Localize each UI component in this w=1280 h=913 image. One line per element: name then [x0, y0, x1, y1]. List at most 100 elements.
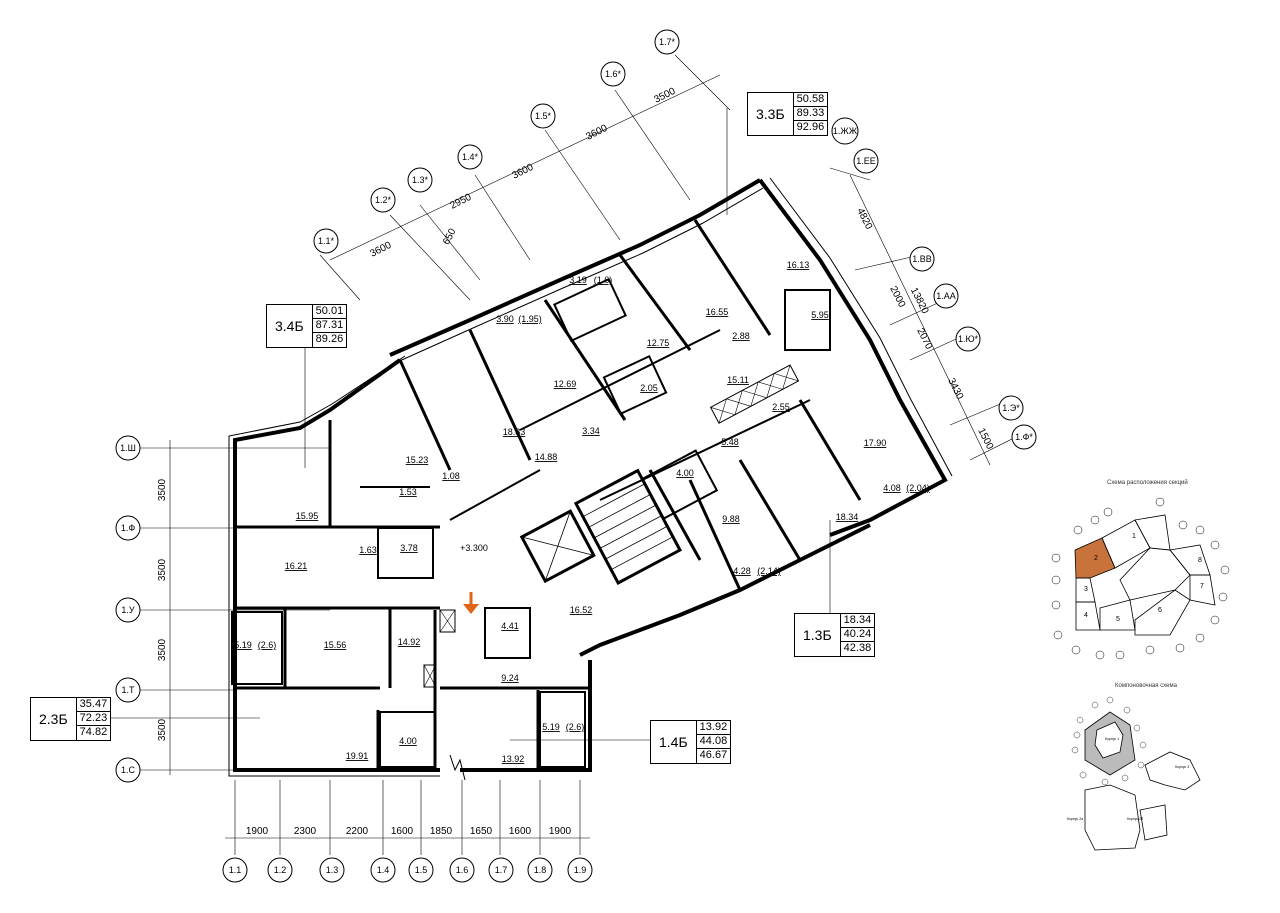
section-number: 7 — [1200, 583, 1204, 590]
room-area: (2.6) — [258, 640, 277, 650]
apartment-area: 46.67 — [699, 749, 728, 761]
room-area: (1.95) — [518, 314, 542, 324]
room-area: (2.14) — [757, 566, 781, 576]
room-area: (2.04) — [906, 483, 930, 493]
axis-label: 1.9 — [574, 865, 587, 875]
inset-sections-caption: Схема расположения секций — [1107, 480, 1188, 486]
wall — [618, 254, 692, 351]
axis-label: 1.5* — [535, 111, 552, 121]
dimension: 1600 — [391, 826, 414, 837]
room-area: 3.19 — [569, 275, 587, 285]
axis-label: 1.4* — [462, 152, 479, 162]
axis-label: 1.5 — [415, 865, 428, 875]
bathroom — [377, 527, 434, 579]
shaft — [423, 664, 437, 688]
room-area: 4.41 — [501, 621, 519, 631]
axis-label: 1.Т — [121, 685, 135, 695]
axis-label: 1.ВВ — [912, 254, 932, 264]
shaft — [423, 664, 437, 688]
room-area: 15.95 — [296, 511, 319, 521]
wall — [798, 399, 862, 501]
dims-bottom: 1900 2300 2200 1600 1850 1650 1600 1900 — [246, 826, 572, 837]
axis-label: 1.8 — [534, 865, 547, 875]
room-area: 5.95 — [811, 310, 829, 320]
room-area: 16.13 — [787, 260, 810, 270]
room-area: +3.300 — [460, 543, 488, 553]
room-area: 19.91 — [346, 751, 369, 761]
apartment-area: 50.01 — [312, 305, 347, 319]
building-label: Корпус 2а — [1067, 817, 1083, 821]
apartment-area: 89.26 — [315, 333, 344, 345]
section-scheme: 2 1 8 7 6 5 4 3 — [1051, 497, 1230, 660]
room-area: 16.52 — [570, 605, 593, 615]
inset-composition-caption: Компоновочная схема — [1115, 683, 1177, 689]
outer-wall-right — [758, 178, 948, 537]
room-area: 16.55 — [706, 307, 729, 317]
wall — [449, 469, 541, 521]
wall — [468, 329, 532, 461]
shaft — [439, 609, 456, 633]
room-area: 9.88 — [722, 514, 740, 524]
section-number: 1 — [1132, 533, 1136, 540]
room-area: 18.34 — [836, 512, 859, 522]
room-area: 2.05 — [640, 383, 658, 393]
room-area: 3.34 — [582, 426, 600, 436]
axis-label: 1.ЕЕ — [856, 156, 876, 166]
dimension: 1900 — [549, 826, 572, 837]
room-area: (2.6) — [566, 722, 585, 732]
apartment-id: 1.4Б — [651, 721, 697, 763]
wall — [738, 459, 802, 561]
room-area: 4.08 — [883, 483, 901, 493]
axis-label: 1.Э* — [1002, 403, 1020, 413]
axis-bubbles-left: 1.Ш 1.Ф 1.У 1.Т 1.С — [115, 435, 141, 783]
floor-plan — [228, 177, 953, 781]
axis-label: 1.Ф* — [1015, 432, 1033, 442]
bathroom — [539, 691, 586, 768]
room-area: 14.88 — [535, 452, 558, 462]
dimension: 2070 — [914, 326, 934, 351]
section-number: 6 — [1158, 607, 1162, 614]
room-area: 12.75 — [647, 338, 670, 348]
section-2 — [1074, 537, 1116, 579]
apartment-area: 74.82 — [79, 726, 108, 738]
shaft — [439, 609, 456, 633]
apartment-id: 3.3Б — [748, 93, 794, 135]
apartment-area: 89.33 — [793, 107, 828, 121]
bathroom — [484, 607, 531, 659]
axis-label: 1.3* — [412, 175, 429, 185]
room-area: 13.92 — [502, 754, 525, 764]
room-area: 17.90 — [864, 438, 887, 448]
room-area: 4.00 — [399, 736, 417, 746]
ventilation-strip — [709, 364, 800, 424]
room-area: 2.55 — [772, 402, 790, 412]
dimension: 3500 — [157, 718, 168, 741]
dimension: 3600 — [510, 162, 535, 182]
room-area: 1.53 — [399, 487, 417, 497]
axis-label: 1.У — [121, 605, 135, 615]
room-area: 15.23 — [406, 455, 429, 465]
axis-label: 1.3 — [326, 865, 339, 875]
stair-core — [573, 468, 682, 585]
section-number: 5 — [1116, 616, 1120, 623]
apartment-box-2.3b: 2.3Б 35.47 72.23 74.82 — [30, 697, 112, 741]
room-area: 5.48 — [721, 437, 739, 447]
outer-wall-top-inner — [394, 187, 764, 364]
axis-bubbles-bottom: 1.1 1.2 1.3 1.4 1.5 1.6 1.7 1.8 1.9 — [222, 857, 593, 883]
axis-label: 1.Ф — [121, 523, 136, 533]
wall — [543, 299, 627, 421]
dimension: 1900 — [246, 826, 269, 837]
apartment-id: 2.3Б — [31, 698, 77, 740]
wall — [693, 219, 772, 336]
wall — [688, 479, 742, 591]
apartment-area: 42.38 — [843, 642, 872, 654]
bathroom — [602, 354, 668, 416]
dimension: 13820 — [908, 286, 931, 316]
room-area: 2.88 — [732, 331, 750, 341]
room-area: (1.6) — [594, 275, 613, 285]
building-label: Корпус 3 — [1175, 765, 1189, 769]
apartment-area: 92.96 — [796, 121, 825, 133]
outer-wall-right-inner — [769, 177, 953, 477]
bathroom — [379, 711, 436, 768]
axis-label: 1.2 — [274, 865, 287, 875]
room-area: 18.83 — [503, 427, 526, 437]
